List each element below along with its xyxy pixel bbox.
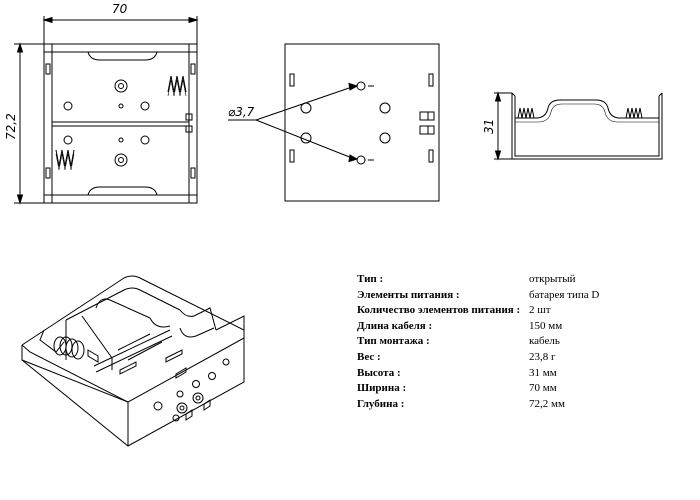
bottom-view-outline: [284, 43, 440, 202]
spec-row: Вес : 23,8 г: [357, 350, 599, 366]
spec-key: Вес :: [357, 350, 381, 363]
side-view-outline: [511, 93, 663, 160]
spec-key: Ширина :: [357, 382, 407, 395]
spec-row: Элементы питания : батарея типа D: [357, 288, 599, 304]
spec-row: Глубина : 72,2 мм: [357, 397, 599, 413]
spec-value: 2 шт: [529, 304, 551, 317]
spec-row: Тип : открытый: [357, 272, 599, 288]
spec-value: открытый: [529, 273, 576, 285]
spec-value: 23,8 г: [529, 350, 556, 363]
spec-key: Тип :: [357, 273, 384, 285]
depth-dimension: 72,2: [4, 42, 44, 205]
spec-value: батарея типа D: [529, 288, 600, 301]
spec-value: 31 мм: [529, 366, 557, 379]
spec-value: 72,2 мм: [529, 397, 565, 410]
top-view: 70 72,2: [4, 2, 199, 205]
spec-key: Длина кабеля :: [357, 319, 433, 332]
spec-key: Высота :: [357, 366, 401, 379]
width-label: 70: [112, 2, 128, 16]
spring-coil: [53, 336, 85, 360]
spec-key: Элементы питания :: [357, 288, 460, 301]
spec-value: кабель: [529, 335, 560, 348]
spec-value: 70 мм: [529, 382, 557, 395]
spec-key: Количество элементов питания :: [357, 304, 521, 317]
hole-diameter-label: ⌀3,7: [228, 105, 255, 119]
width-dimension: 70: [42, 2, 199, 44]
spec-key: Глубина :: [357, 397, 405, 410]
spec-row: Высота : 31 мм: [357, 366, 599, 382]
height-label: 31: [482, 119, 496, 134]
height-dimension: 31: [482, 91, 512, 161]
side-view: 31: [482, 91, 663, 161]
spec-row: Длина кабеля : 150 мм: [357, 319, 599, 335]
hole-diameter-leader: ⌀3,7: [228, 82, 374, 163]
spec-value: 150 мм: [529, 319, 563, 332]
isometric-view: [21, 275, 245, 447]
depth-label: 72,2: [4, 113, 18, 140]
spec-row: Тип монтажа : кабель: [357, 334, 599, 350]
bottom-view: ⌀3,7: [228, 43, 440, 202]
spec-row: Количество элементов питания : 2 шт: [357, 303, 599, 319]
spec-row: Ширина : 70 мм: [357, 381, 599, 397]
top-view-outline: [43, 43, 198, 204]
spec-key: Тип монтажа :: [357, 335, 430, 348]
